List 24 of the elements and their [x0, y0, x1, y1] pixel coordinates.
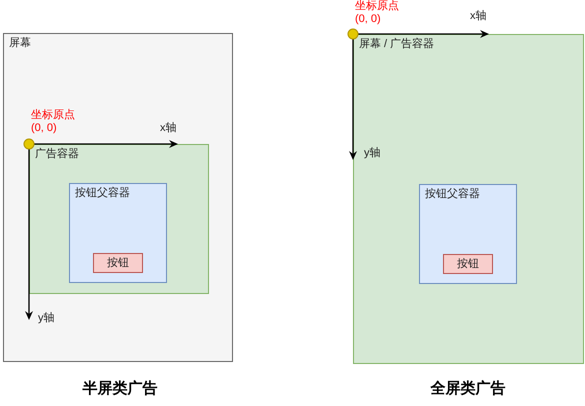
- box-label: 按钮父容器: [75, 187, 130, 200]
- button-box: [93, 253, 143, 273]
- origin-caption: 坐标原点: [355, 0, 399, 13]
- axis-label: x轴: [160, 122, 176, 135]
- box-label: 屏幕: [9, 37, 31, 50]
- axis-label: y轴: [364, 147, 380, 160]
- origin-caption: 坐标原点: [31, 109, 75, 122]
- origin-caption: (0, 0): [355, 13, 381, 26]
- axis-label: x轴: [470, 10, 486, 23]
- box-label: 屏幕 / 广告容器: [359, 38, 434, 51]
- screen-box: [3, 33, 233, 362]
- ad-container-box: [29, 144, 209, 294]
- box-label: 按钮: [107, 256, 129, 270]
- button-parent-box: [419, 184, 517, 284]
- box-label: 广告容器: [35, 148, 79, 161]
- button-box: [443, 254, 493, 274]
- axis-label: y轴: [38, 312, 54, 325]
- button-parent-box: [69, 183, 167, 283]
- box-label: 按钮父容器: [425, 188, 480, 201]
- panel-title: 半屏类广告: [82, 382, 158, 395]
- panel-title: 全屏类广告: [429, 382, 506, 395]
- box-label: 按钮: [457, 258, 479, 270]
- screen-ad-container-box: [353, 34, 584, 364]
- origin-caption: (0, 0): [31, 122, 57, 135]
